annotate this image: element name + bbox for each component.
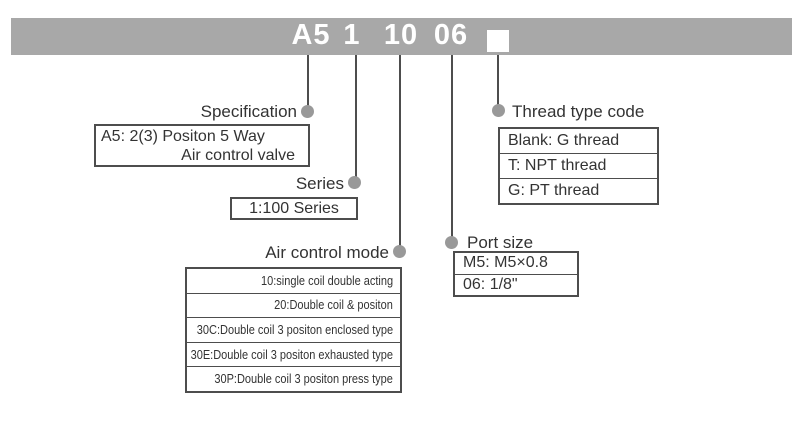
connector-line-air-control-mode (399, 55, 401, 247)
callout-dot-port-size (445, 236, 458, 249)
thread-type-label: Thread type code (512, 102, 645, 121)
specification-box-line2: Air control valve (181, 147, 295, 164)
air-control-mode-row-text: 20:Double coil & positon (274, 298, 393, 313)
specification-label: Specification (200, 102, 297, 121)
air-control-mode-row: 30C:Double coil 3 positon enclosed type (187, 317, 400, 342)
port-size-label: Port size (467, 233, 534, 252)
air-control-mode-row-text: 30E:Double coil 3 positon exhausted type (190, 347, 393, 362)
air-control-mode-row: 30P:Double coil 3 positon press type (187, 366, 400, 391)
code-segment-air-control-mode: 10 (383, 18, 419, 51)
connector-line-port-size (451, 55, 453, 238)
air-control-mode-row: 20:Double coil & positon (187, 292, 400, 318)
thread-type-row: G: PT thread (500, 178, 657, 203)
series-box: 1:100 Series (230, 197, 358, 220)
air-control-mode-table: 10:single coil double acting 20:Double c… (185, 267, 402, 393)
callout-dot-series (348, 176, 361, 189)
connector-line-specification (307, 55, 309, 107)
ordering-code-banner: A5 1 10 06 (11, 18, 792, 55)
thread-type-row: T: NPT thread (500, 153, 657, 178)
port-size-table: M5: M5×0.8 06: 1/8" (453, 251, 579, 297)
code-segment-port-size: 06 (433, 18, 469, 51)
callout-dot-specification (301, 105, 314, 118)
series-label: Series (295, 174, 344, 193)
air-control-mode-row-text: 30P:Double coil 3 positon press type (214, 372, 393, 387)
series-box-value: 1:100 Series (249, 199, 339, 217)
thread-type-row: Blank: G thread (508, 132, 620, 149)
callout-dot-air-control-mode (393, 245, 406, 258)
air-control-mode-row: 10:single coil double acting (187, 269, 400, 293)
callout-dot-thread-type (492, 104, 505, 117)
port-size-row: M5: M5×0.8 (463, 254, 548, 272)
code-segment-specification: A5 (291, 18, 331, 51)
air-control-mode-row: 30E:Double coil 3 positon exhausted type (187, 341, 400, 367)
air-control-mode-label: Air control mode (265, 243, 389, 262)
specification-box: A5: 2(3) Positon 5 Way Air control valve (94, 124, 310, 167)
port-size-row: 06: 1/8" (455, 273, 577, 296)
connector-line-series (355, 55, 357, 179)
connector-line-thread-type (497, 55, 499, 107)
blank-code-square-icon (487, 30, 509, 52)
thread-type-table: Blank: G thread T: NPT thread G: PT thre… (498, 127, 659, 205)
code-segment-series: 1 (343, 18, 361, 51)
air-control-mode-row-text: 10:single coil double acting (260, 273, 393, 288)
air-control-mode-row-text: 30C:Double coil 3 positon enclosed type (196, 322, 393, 337)
specification-box-line1: A5: 2(3) Positon 5 Way (101, 128, 265, 145)
